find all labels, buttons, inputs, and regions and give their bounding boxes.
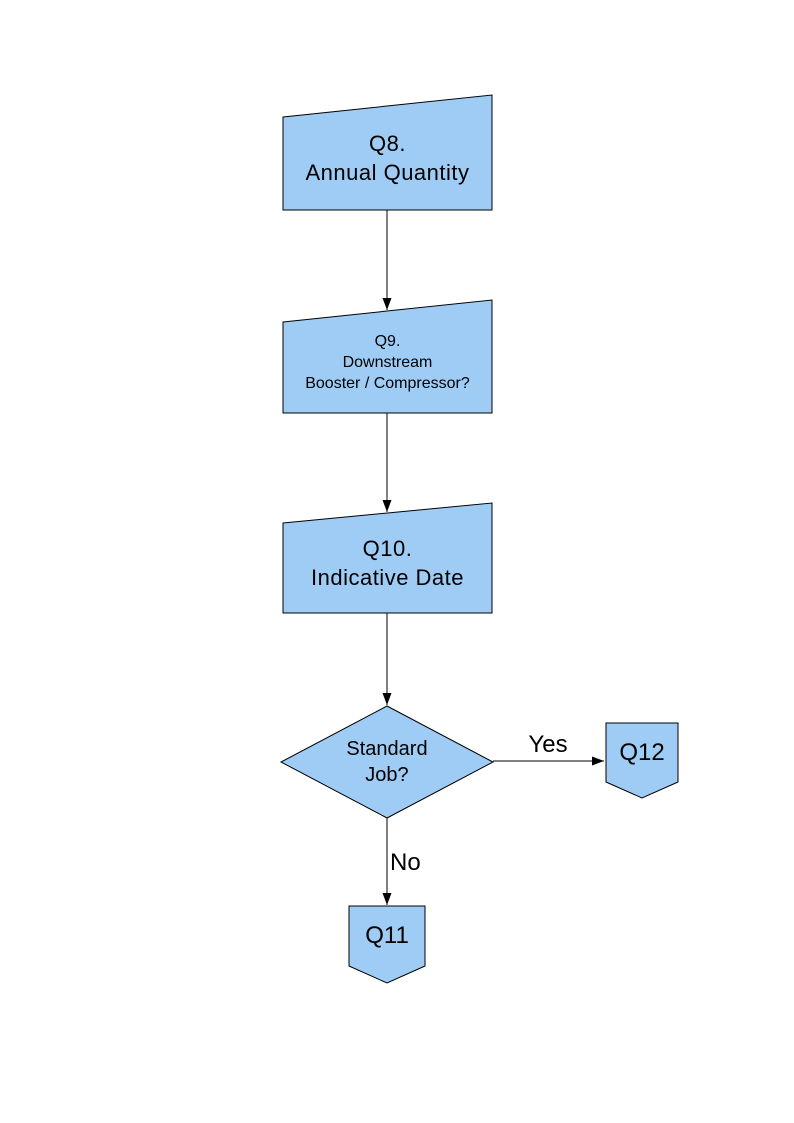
q9-node-shape [282,299,493,414]
q8-node-label: Q8. Annual Quantity [305,131,470,185]
q8-node-shape [282,94,493,211]
q10-node-shape [282,502,493,614]
q11-connector-shape [348,905,426,984]
q9-node-label: Q9. Downstream Booster / Compressor? [305,332,470,392]
yes-branch-label: Yes [528,731,568,759]
q12-connector-shape [605,722,679,799]
decision-node-label: Standard Job? [346,738,428,786]
q12-connector-label: Q12 [619,739,665,767]
q10-node-label: Q10. Indicative Date [310,536,465,590]
no-branch-label: No [390,849,421,877]
q11-connector-label: Q11 [365,922,409,950]
